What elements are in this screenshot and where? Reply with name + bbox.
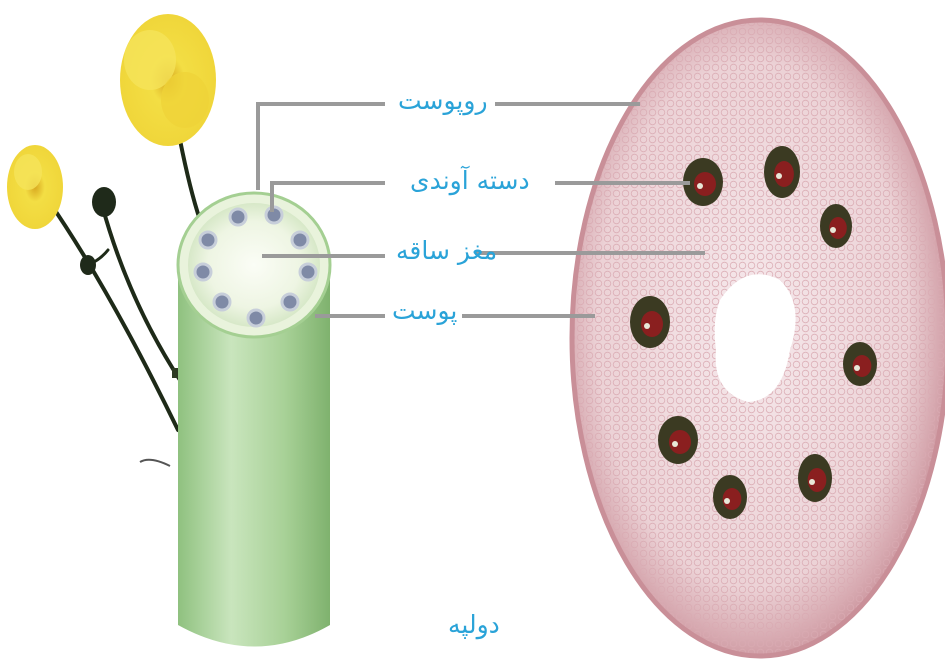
flower-stalks <box>48 140 200 430</box>
label-cortex: پوست <box>392 298 457 323</box>
stem-bundle-dot <box>214 294 230 310</box>
stem-bundle-dot <box>292 232 308 248</box>
label-pith: مغز ساقه <box>396 238 497 263</box>
section-bundle-xylem <box>776 173 782 179</box>
section-bundle-phloem <box>669 430 691 454</box>
caption-dicot: دولپه <box>448 612 500 637</box>
stem-bundle-dot <box>230 209 246 225</box>
stem-bundle-dot <box>200 232 216 248</box>
section-bundle-xylem <box>644 323 650 329</box>
yellow-flower-small <box>7 145 63 229</box>
stem-cylinder <box>178 193 330 647</box>
section-bundle-xylem <box>672 441 678 447</box>
section-bundle-phloem <box>641 311 663 337</box>
stem-bundle-dot <box>282 294 298 310</box>
stalk-marks <box>140 368 184 466</box>
label-vascular-bundle: دسته آوندی <box>410 168 530 193</box>
section-bundle-xylem <box>697 183 703 189</box>
yellow-flower-large <box>120 14 216 146</box>
section-bundle-xylem <box>830 227 836 233</box>
label-epidermis: روپوست <box>398 88 488 113</box>
section-bundle-phloem <box>694 172 716 196</box>
section-bundle-xylem <box>724 498 730 504</box>
stem-bundle-dot <box>300 264 316 280</box>
section-bundle-xylem <box>854 365 860 371</box>
stem-cross-section <box>572 20 945 656</box>
leader-line-epidermis <box>258 104 385 190</box>
section-bundle-xylem <box>809 479 815 485</box>
stem-bundle-dot <box>248 310 264 326</box>
stem-bundle-dot <box>195 264 211 280</box>
